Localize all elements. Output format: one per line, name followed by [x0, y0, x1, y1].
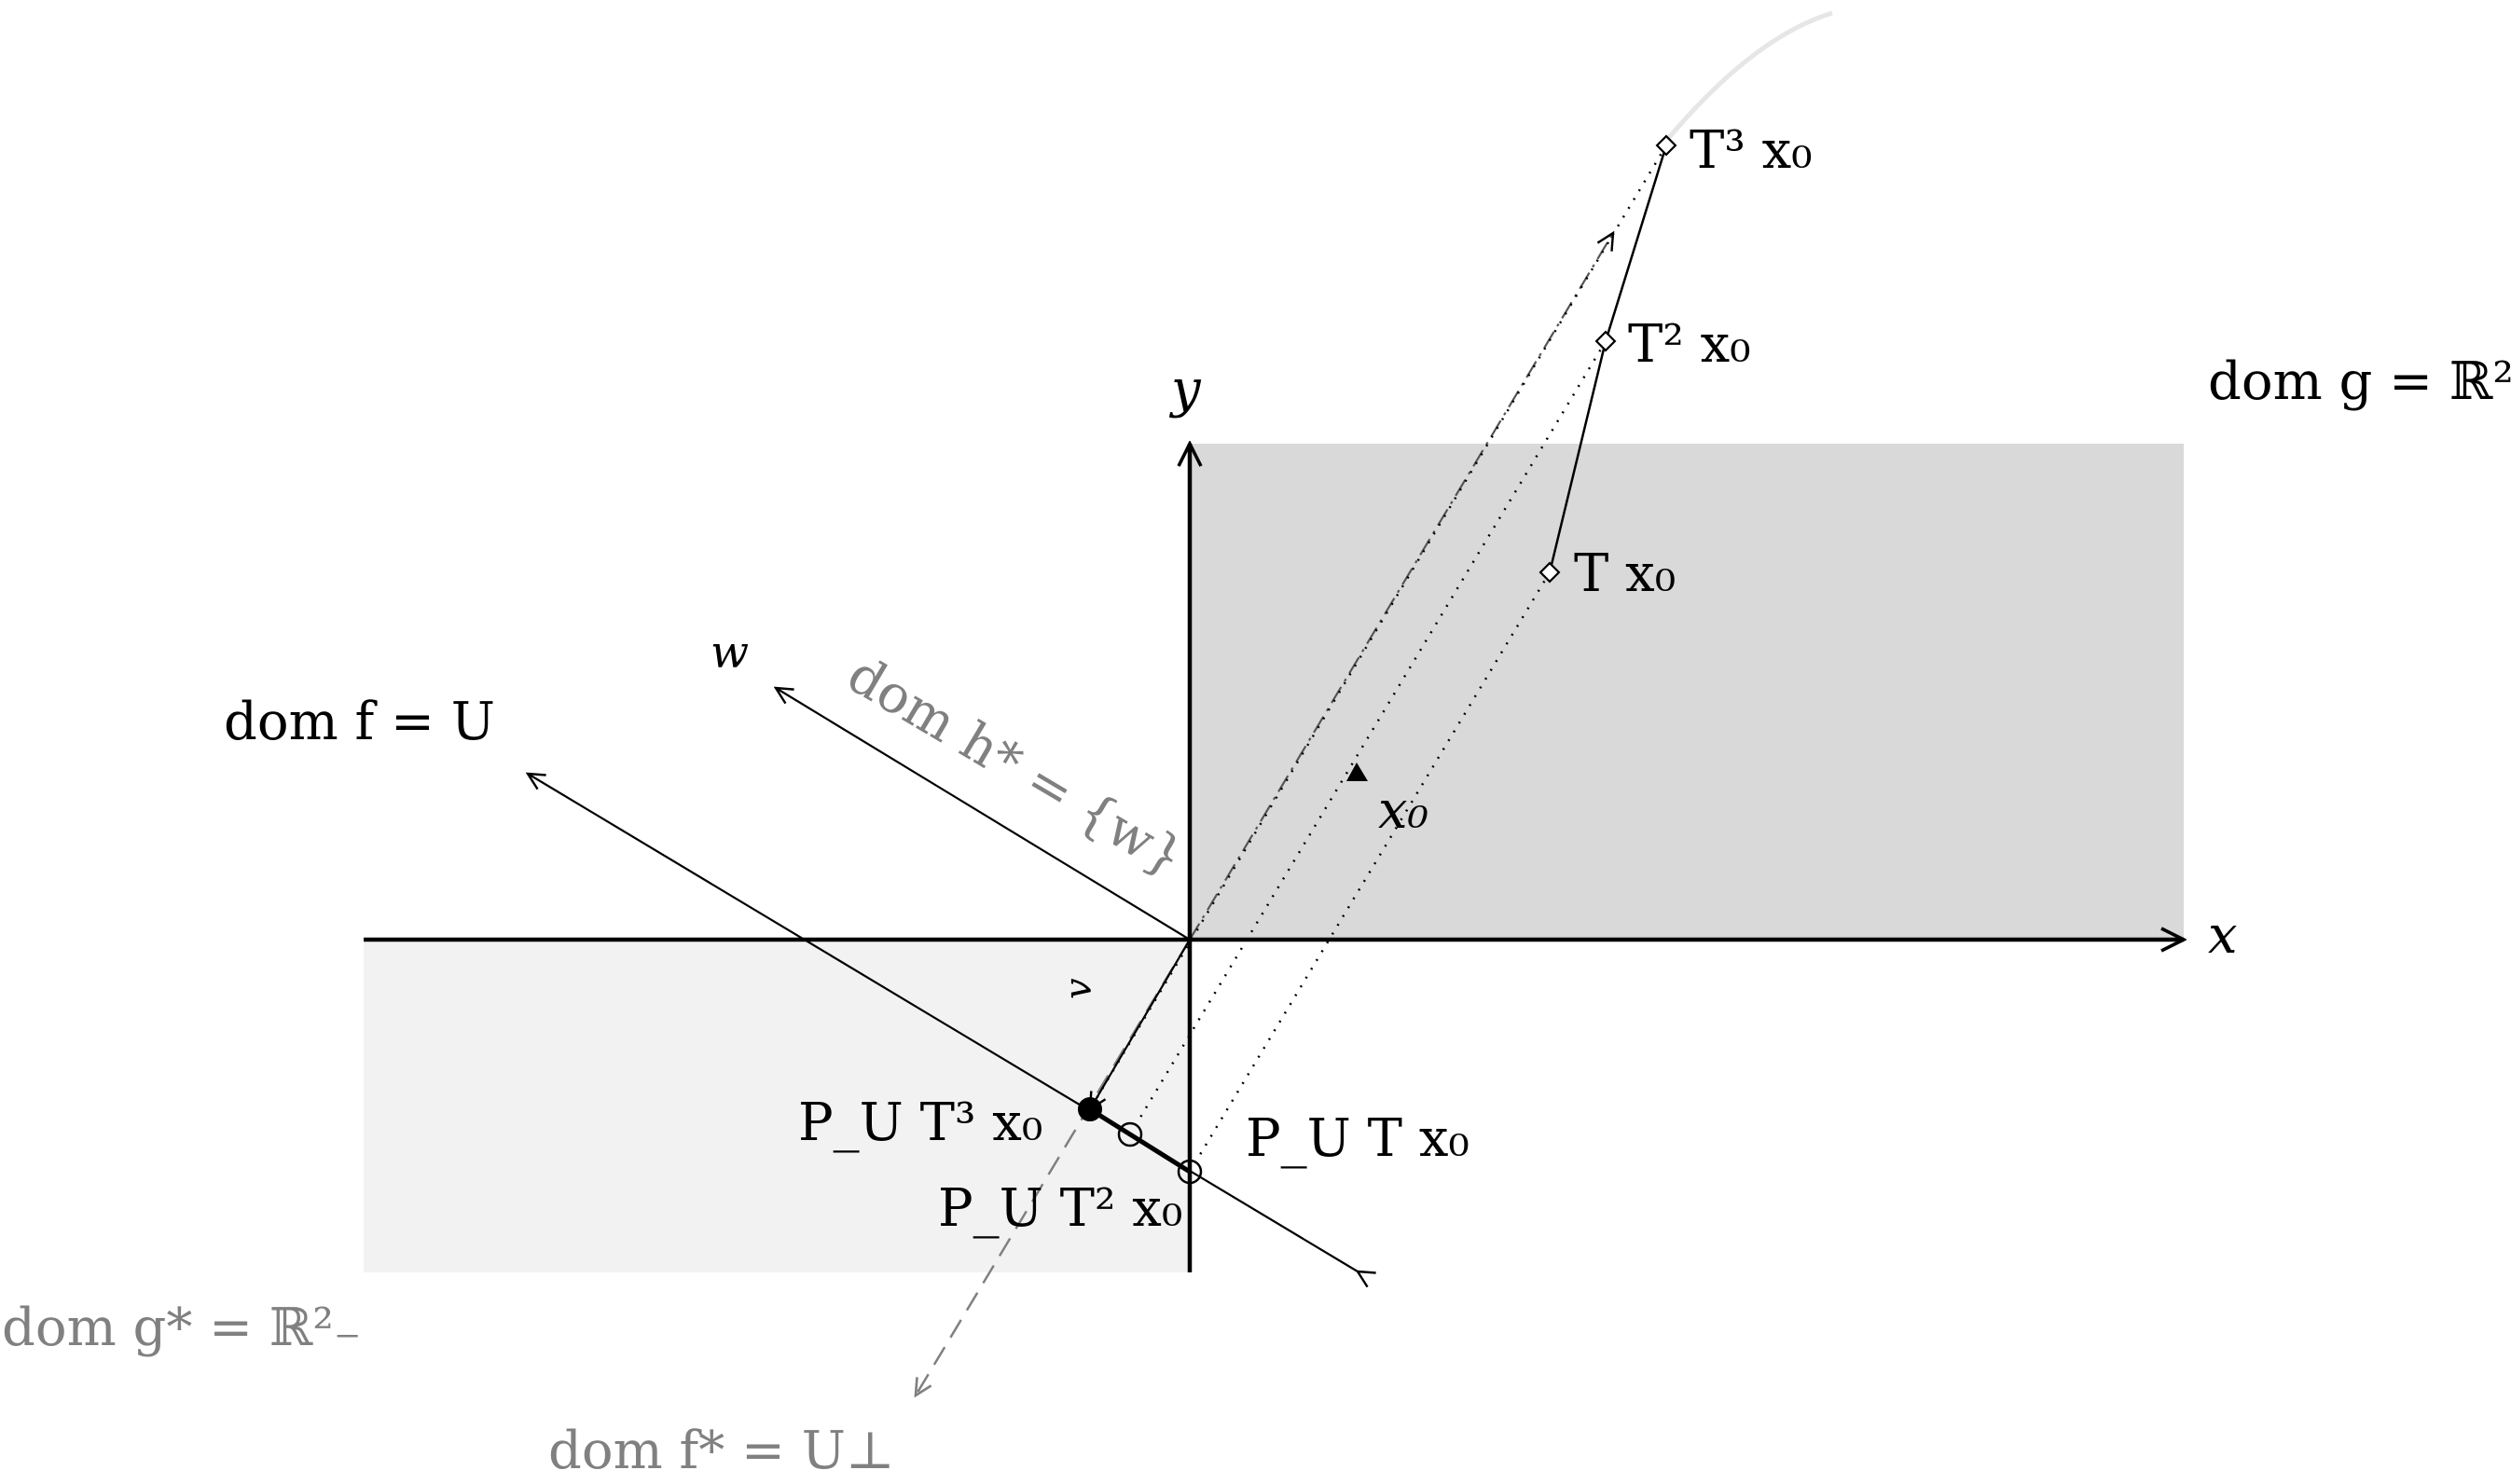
v-vector: [1090, 939, 1191, 1109]
dom-f-line: [528, 774, 1358, 1271]
T2-x0-label: T² x₀: [1628, 314, 1751, 375]
dom-f-label: dom f = U: [224, 692, 495, 752]
x0-label: x₀: [1378, 780, 1428, 841]
PU-T2-x0-marker: [1117, 1121, 1143, 1147]
PU-T-x0-marker: [1177, 1159, 1203, 1185]
x0-marker: [1346, 763, 1368, 781]
T-x0-label: T x₀: [1574, 543, 1676, 604]
v-vector-label: v: [1057, 978, 1100, 999]
y-axis-label: y: [1168, 359, 1202, 419]
T3-x0-label: T³ x₀: [1690, 120, 1813, 181]
dom-g-label: dom g = ℝ²₊: [2208, 351, 2511, 412]
w-axis-label: w: [711, 626, 749, 679]
dom-f-star-label: dom f* = U⊥: [548, 1421, 895, 1481]
dom-h-star-label: dom h* = {w}: [837, 644, 1194, 889]
PU-T-x0-label: P_U T x₀: [1246, 1108, 1469, 1169]
PU-T3-x0-marker: [1078, 1097, 1102, 1121]
T-x0-marker: [1538, 561, 1561, 584]
dom-g-star-label: dom g* = ℝ²₋: [2, 1298, 361, 1358]
T2-x0-marker: [1594, 330, 1617, 352]
x-axis-label: x: [2208, 905, 2238, 966]
PU-T3-x0-label: P_U T³ x₀: [798, 1092, 1042, 1153]
PU-T2-x0-label: P_U T² x₀: [938, 1178, 1182, 1239]
T3-x0-marker: [1655, 134, 1677, 157]
trajectory-tail: [1665, 10, 1833, 142]
